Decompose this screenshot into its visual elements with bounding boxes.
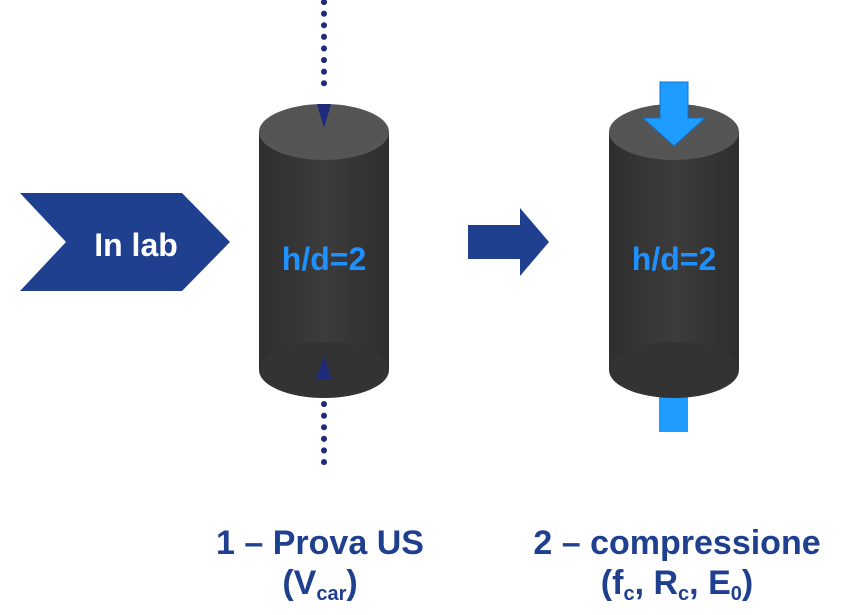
load-arrow-top [641,81,707,147]
process-arrow-right [468,208,549,276]
separator: , [634,564,654,602]
paren-close: ) [741,564,754,602]
ultrasonic-path-top [317,0,331,128]
rc-symbol: R [653,564,679,602]
caption-us-test-quantity: (Vcar) [170,563,470,605]
paren-open: ( [282,564,294,602]
e0-subscript: 0 [730,583,742,605]
separator: , [689,564,709,602]
cylinder-left-label: h/d=2 [282,241,366,277]
cylinder-compression: h/d=2 [609,104,739,398]
fc-symbol: f [612,564,624,602]
caption-compression: 2 – compressione (fc, Rc, E0) [512,523,842,605]
cylinder-us-test: h/d=2 [259,104,389,398]
ultrasonic-path-bottom [316,356,332,473]
paren-close: ) [346,564,358,602]
rc-subscript: c [678,583,690,605]
caption-compression-quantities: (fc, Rc, E0) [512,563,842,605]
in-lab-chevron: In lab [20,193,230,291]
in-lab-label: In lab [94,227,178,263]
caption-compression-title: 2 – compressione [533,524,821,562]
velocity-symbol: V [293,564,317,602]
cylinder-right-label: h/d=2 [632,241,716,277]
fc-subscript: c [623,583,635,605]
caption-us-test-title: 1 – Prova US [216,524,424,562]
e0-symbol: E [708,564,731,602]
paren-open: ( [600,564,613,602]
velocity-subscript: car [316,583,347,605]
caption-us-test: 1 – Prova US (Vcar) [170,523,470,605]
